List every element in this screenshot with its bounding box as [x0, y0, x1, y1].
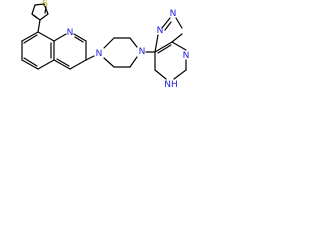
atom-purine-nitrogen-7: N — [157, 26, 164, 36]
atom-purine-nitrogen-9: N — [170, 9, 177, 19]
atom-sulfur: S — [42, 0, 48, 9]
bonds — [21, 3, 187, 80]
atom-purine-nitrogen-1: N — [183, 51, 190, 61]
atom-quinoline-nitrogen: N — [67, 28, 74, 38]
atom-labels: S N N N N N N NH — [42, 0, 189, 90]
atom-purine-nitrogen-3-h: NH — [164, 80, 178, 90]
atom-piperazine-nitrogen-1: N — [96, 49, 103, 59]
atom-piperazine-nitrogen-2: N — [139, 47, 146, 57]
chemical-structure: S N N N N N N NH — [21, 0, 189, 90]
